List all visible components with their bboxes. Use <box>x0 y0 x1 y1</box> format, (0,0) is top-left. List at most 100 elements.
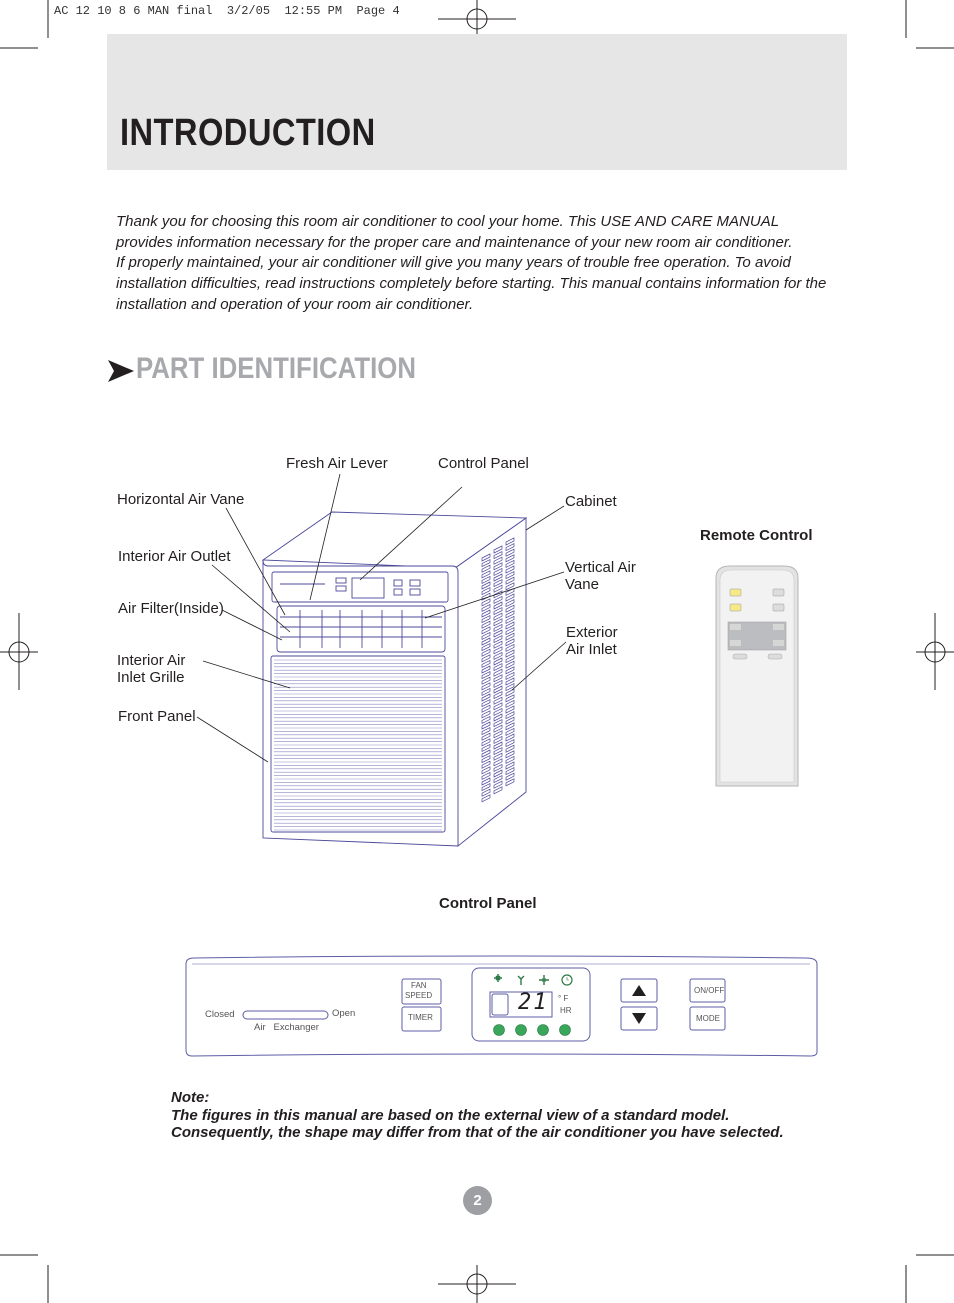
side-louver <box>481 693 491 702</box>
intro-paragraph: Thank you for choosing this room air con… <box>116 212 851 316</box>
fan-speed-button[interactable]: FAN SPEED <box>405 981 432 1000</box>
label-interior-air-inlet-grille: Interior Air Inlet Grille <box>117 652 185 686</box>
side-louver <box>481 598 491 607</box>
temperature-display: 21 <box>518 990 549 1015</box>
section-title: PART IDENTIFICATION <box>136 352 416 385</box>
open-label: Open <box>332 1008 356 1019</box>
side-louver <box>493 696 503 705</box>
side-louver <box>481 732 491 741</box>
fan-med-icon <box>517 975 525 985</box>
side-louver <box>505 621 515 630</box>
label-line: Vane <box>565 576 599 593</box>
side-louver <box>505 565 515 574</box>
side-louver <box>505 610 515 619</box>
side-louver <box>481 760 491 769</box>
side-louver <box>493 567 503 576</box>
side-louver <box>481 603 491 612</box>
on-off-button[interactable]: ON/OFF <box>694 986 725 995</box>
side-louver <box>481 609 491 618</box>
mode-button[interactable]: MODE <box>696 1014 720 1023</box>
side-louver <box>505 750 515 759</box>
up-arrow-icon <box>632 985 646 996</box>
side-louver <box>505 543 515 552</box>
print-slug: AC 12 10 8 6 MAN final 3/2/05 12:55 PM P… <box>54 4 400 18</box>
side-louver <box>505 711 515 720</box>
side-louver <box>505 722 515 731</box>
side-louver <box>493 556 503 565</box>
label-vertical-air-vane: Vertical Air Vane <box>565 559 636 593</box>
page-number: 2 <box>463 1186 492 1215</box>
side-louver <box>493 551 503 560</box>
side-louver <box>481 771 491 780</box>
unit-hr-label: HR <box>560 1006 572 1015</box>
label-front-panel: Front Panel <box>118 708 196 725</box>
side-louver <box>493 590 503 599</box>
label-control-panel: Control Panel <box>438 455 529 472</box>
side-louver <box>505 554 515 563</box>
side-louver <box>493 545 503 554</box>
side-louver <box>493 562 503 571</box>
side-louver <box>493 786 503 795</box>
side-louver <box>481 743 491 752</box>
side-louver <box>493 663 503 672</box>
side-louver <box>481 637 491 646</box>
side-louver <box>493 607 503 616</box>
side-louver <box>481 671 491 680</box>
side-louver <box>505 666 515 675</box>
side-louver <box>493 640 503 649</box>
side-louver <box>493 595 503 604</box>
side-louver <box>481 794 491 803</box>
label-line: Vertical Air <box>565 559 636 576</box>
side-louver <box>505 716 515 725</box>
control-panel-title: Control Panel <box>439 895 537 912</box>
side-louver <box>493 584 503 593</box>
side-louver <box>481 553 491 562</box>
mode-cool-icon <box>493 1024 505 1036</box>
note-block: Note: The figures in this manual are bas… <box>171 1089 784 1142</box>
intro-line: Thank you for choosing this room air con… <box>116 213 780 230</box>
label-cabinet: Cabinet <box>565 493 617 510</box>
side-louver <box>493 668 503 677</box>
note-line: The figures in this manual are based on … <box>171 1106 730 1124</box>
side-louver <box>505 582 515 591</box>
side-louver <box>481 710 491 719</box>
side-louver <box>505 683 515 692</box>
intro-line: installation difficulties, read instruct… <box>116 275 827 293</box>
side-louver <box>481 631 491 640</box>
side-louver <box>493 763 503 772</box>
side-louver <box>481 704 491 713</box>
side-louver <box>481 699 491 708</box>
side-louver <box>505 576 515 585</box>
intro-line: provides information necessary for the p… <box>116 233 793 251</box>
side-louver <box>505 705 515 714</box>
side-louver <box>481 766 491 775</box>
side-louver <box>481 715 491 724</box>
side-louver <box>481 788 491 797</box>
side-louver <box>481 559 491 568</box>
side-louver <box>505 643 515 652</box>
side-louver <box>481 749 491 758</box>
down-arrow-icon <box>632 1013 646 1024</box>
side-louver <box>481 620 491 629</box>
timer-button[interactable]: TIMER <box>408 1013 433 1022</box>
side-louver <box>493 707 503 716</box>
side-louver <box>481 682 491 691</box>
side-louver <box>493 724 503 733</box>
side-louver <box>493 635 503 644</box>
side-louver <box>505 559 515 568</box>
note-line: Consequently, the shape may differ from … <box>171 1124 784 1141</box>
fan-speed-label: FAN <box>411 981 427 990</box>
side-louver <box>493 752 503 761</box>
side-louver <box>505 761 515 770</box>
side-louver <box>505 778 515 787</box>
side-louver <box>505 677 515 686</box>
label-air-filter: Air Filter(Inside) <box>118 600 224 617</box>
side-louver <box>493 691 503 700</box>
side-louver <box>481 570 491 579</box>
side-louver <box>493 735 503 744</box>
side-louver <box>505 604 515 613</box>
label-interior-air-outlet: Interior Air Outlet <box>118 548 231 565</box>
side-louver <box>493 769 503 778</box>
